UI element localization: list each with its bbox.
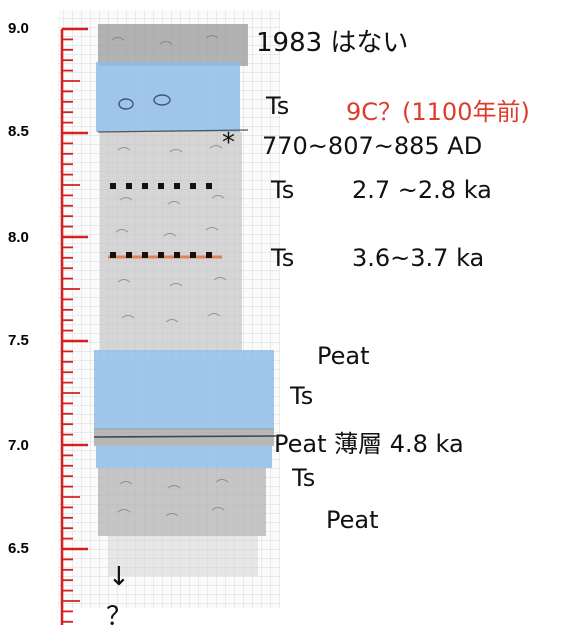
annotation-ts-5: Ts bbox=[292, 464, 316, 492]
sediment-texture bbox=[111, 35, 229, 517]
scale-label-7-5: 7.5 bbox=[8, 332, 29, 349]
sediment-column bbox=[93, 24, 277, 576]
dotted-horizon-1 bbox=[110, 183, 212, 189]
annotation-ts-1: Ts bbox=[266, 92, 290, 120]
pumice-clast bbox=[118, 98, 134, 110]
sediment-layer-3 bbox=[108, 536, 258, 576]
tephra-layer-3 bbox=[96, 446, 272, 468]
annotation-top: 1983 はない bbox=[256, 28, 409, 58]
scale-label-8-5: 8.5 bbox=[8, 123, 29, 140]
annotation-ts-3-date: 3.6~3.7 ka bbox=[352, 244, 485, 272]
scale-label-7-0: 7.0 bbox=[8, 437, 29, 454]
annotation-ts-1-date: 9C？(1100年前) bbox=[346, 98, 530, 126]
annotation-ts-2-date: 2.7 ~2.8 ka bbox=[352, 176, 492, 204]
annotation-peat-3: Peat bbox=[326, 506, 379, 534]
scale-label-9-0: 9.0 bbox=[8, 20, 29, 37]
tephra-boundary-line bbox=[97, 129, 249, 133]
annotation-ts-4: Ts bbox=[290, 382, 314, 410]
depth-scale bbox=[60, 27, 88, 625]
asterisk-marker: * bbox=[222, 128, 235, 158]
annotation-ts-1b-date: 770~807~885 AD bbox=[262, 132, 483, 160]
annotation-peat-1: Peat bbox=[317, 342, 370, 370]
sediment-layer-1 bbox=[100, 132, 242, 350]
pumice-clast bbox=[153, 94, 171, 106]
annotation-ts-3: Ts bbox=[271, 244, 295, 272]
sediment-layer-2 bbox=[98, 468, 266, 536]
dark-top-layer bbox=[98, 24, 248, 66]
tephra-layer-2 bbox=[94, 350, 274, 430]
annotation-peat-2: Peat 薄層 4.8 ka bbox=[274, 430, 464, 458]
dotted-horizon-2 bbox=[110, 252, 212, 258]
annotation-ts-2: Ts bbox=[271, 176, 295, 204]
scale-label-6-5: 6.5 bbox=[8, 540, 29, 557]
peat-boundary-line bbox=[93, 435, 277, 438]
down-arrow-icon: ↓ bbox=[108, 562, 130, 592]
question-mark: ？ bbox=[106, 602, 133, 632]
scale-label-8-0: 8.0 bbox=[8, 229, 29, 246]
